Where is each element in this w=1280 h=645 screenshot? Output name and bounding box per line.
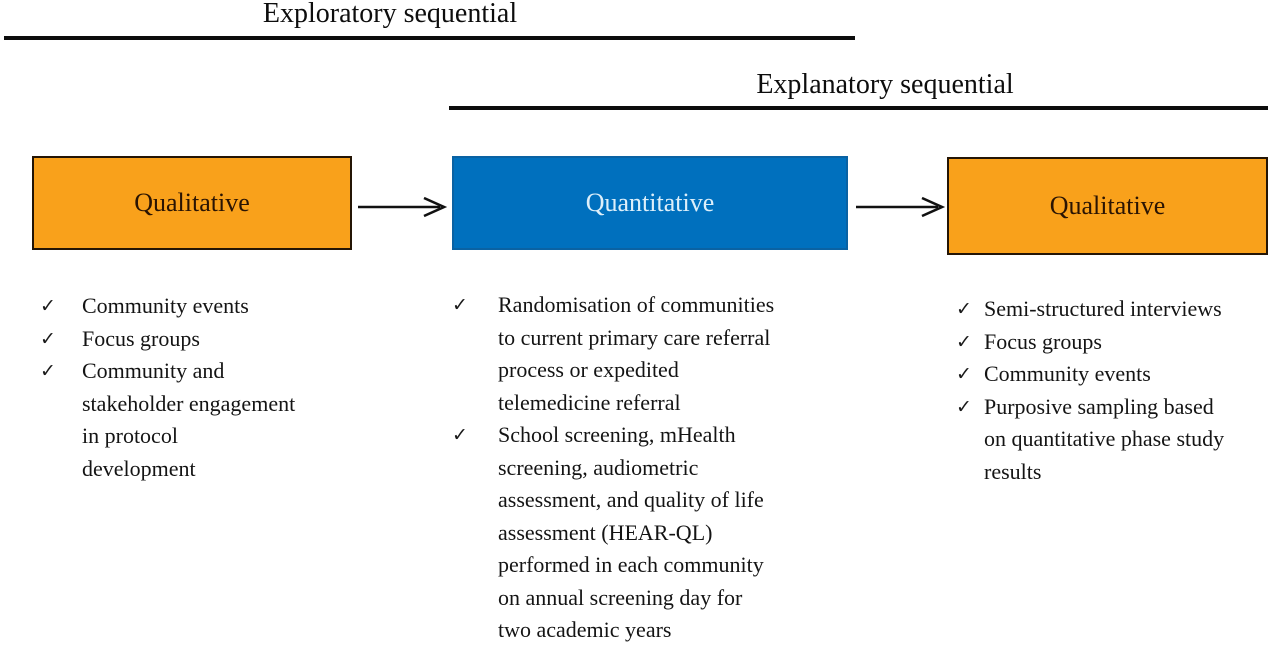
exploratory-sequential-underline — [4, 36, 855, 40]
list-item-text: School screening, mHealth screening, aud… — [498, 422, 764, 642]
checkmark-icon: ✓ — [956, 298, 972, 320]
list-item: ✓ Semi-structured interviews — [956, 293, 1280, 326]
exploratory-sequential-title: Exploratory sequential — [262, 0, 518, 29]
list-item-text: Community events — [82, 293, 249, 318]
checkmark-icon: ✓ — [452, 294, 468, 316]
explanatory-sequential-title: Explanatory sequential — [756, 69, 1014, 100]
list-item-text: Randomisation of communities to current … — [498, 292, 775, 415]
quantitative-box-label: Quantitative — [585, 188, 715, 217]
list-item: ✓ Focus groups — [40, 323, 370, 356]
checkmark-icon: ✓ — [40, 360, 56, 382]
qualitative-box-1: Qualitative — [32, 156, 352, 250]
qualitative-box-2: Qualitative — [947, 157, 1268, 255]
qualitative-box-1-label: Qualitative — [134, 188, 250, 217]
list-item-text: Focus groups — [984, 328, 1102, 354]
list-item-text: Focus groups — [82, 325, 200, 351]
list-item: ✓ Community and stakeholder engagement in… — [40, 355, 370, 485]
qualitative-box-2-label: Qualitative — [1049, 191, 1166, 220]
qualitative-phase-2-list: ✓ Semi-structured interviews ✓ Focus groups… — [956, 293, 1280, 488]
quantitative-phase-list: ✓ Randomisation of communities to current… — [452, 289, 862, 645]
list-item-text: Community and stakeholder engagement in … — [82, 358, 296, 481]
list-item: ✓ Randomisation of communities to current… — [452, 289, 862, 419]
qualitative-phase-1-list: ✓ Community events ✓ Focus groups ✓ Community… — [40, 290, 370, 485]
checkmark-icon: ✓ — [956, 363, 972, 385]
list-item: ✓ School screening, mHealth screening, au… — [452, 419, 862, 645]
explanatory-sequential-underline — [449, 106, 1268, 110]
checkmark-icon: ✓ — [956, 330, 972, 353]
list-item-text: Community events — [984, 361, 1151, 386]
list-item-text: Purposive sampling based on quantitative… — [984, 393, 1225, 484]
checkmark-icon: ✓ — [40, 327, 56, 350]
arrow-right-icon-2 — [856, 196, 946, 218]
arrow-right-icon-1 — [358, 196, 448, 218]
quantitative-box: Quantitative — [452, 156, 848, 250]
checkmark-icon: ✓ — [452, 424, 468, 446]
checkmark-icon: ✓ — [40, 295, 56, 317]
list-item: ✓ Purposive sampling based on quantitativ… — [956, 391, 1280, 489]
list-item: ✓ Community events — [956, 358, 1280, 391]
list-item-text: Semi-structured interviews — [984, 296, 1222, 321]
checkmark-icon: ✓ — [956, 395, 972, 418]
list-item: ✓ Focus groups — [956, 326, 1280, 359]
list-item: ✓ Community events — [40, 290, 370, 323]
